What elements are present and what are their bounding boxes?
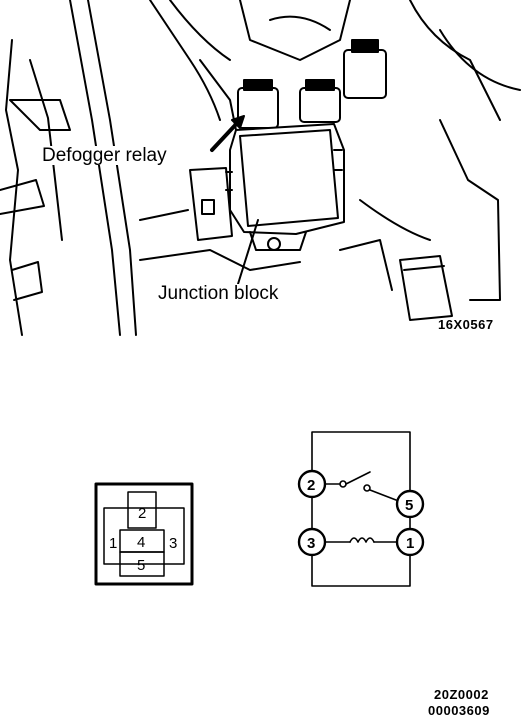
figure-code-top: 16X0567: [438, 317, 494, 332]
terminal-5-label: 5: [405, 497, 413, 514]
terminal-5: [395, 489, 425, 519]
connector-face: 1 2 3 4 5: [94, 482, 194, 586]
terminal-1-label: 1: [406, 535, 414, 552]
junction-block: [225, 123, 345, 251]
terminal-3: [297, 527, 327, 557]
terminal-2: [297, 469, 327, 499]
figure-code-bottom-2: 00003609: [428, 703, 490, 718]
connector-pin-5: 5: [137, 557, 145, 574]
relay-leader-arrowhead: [231, 115, 245, 129]
terminal-2-label: 2: [307, 477, 315, 494]
pillar-trim: [0, 0, 137, 336]
pedal-area: [339, 119, 501, 321]
relay-leader-arrow: [210, 118, 242, 152]
relay-far-right: [343, 39, 387, 99]
connector-pin-2: 2: [138, 505, 146, 522]
defogger-relay-label: Defogger relay: [40, 145, 169, 166]
block-leader-line: [237, 219, 259, 285]
connector-pin-1: 1: [109, 535, 117, 552]
connector-pin-3: 3: [169, 535, 177, 552]
relay-right: [299, 79, 341, 123]
junction-block-label: Junction block: [156, 283, 281, 304]
mounting-bracket: [139, 167, 301, 271]
connector-pin-4: 4: [137, 534, 145, 551]
terminal-1: [395, 527, 425, 557]
upper-harness: [149, 0, 521, 141]
relay-schematic: 2 5 3 1: [297, 431, 425, 587]
terminal-3-label: 3: [307, 535, 315, 552]
figure-code-bottom-1: 20Z0002: [434, 687, 489, 702]
relay-left: [237, 79, 279, 129]
